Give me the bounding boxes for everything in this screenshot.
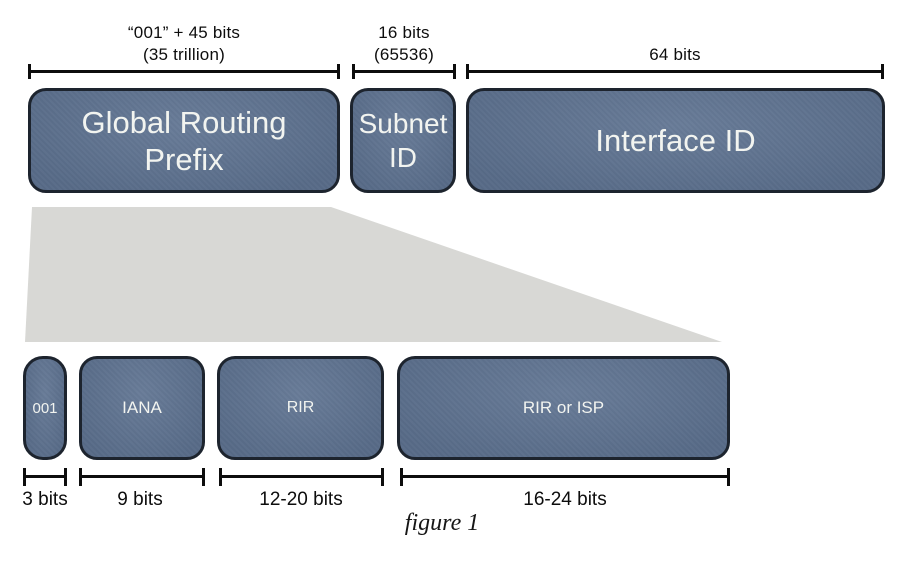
bracket-tick (881, 64, 884, 79)
label-interface-id-bits: 64 bits (466, 18, 884, 66)
label-line: (65536) (374, 45, 434, 64)
field-box-global-routing-prefix: Global Routing Prefix (28, 88, 340, 193)
bracket-line (219, 475, 384, 478)
bracket-line (352, 69, 456, 73)
field-box-001-prefix: 001 (23, 356, 67, 460)
field-box-label: Global Routing Prefix (81, 104, 287, 177)
bracket-tick (337, 64, 340, 79)
bracket-tick (453, 64, 456, 79)
bracket-line (79, 475, 205, 478)
label-line: (35 trillion) (143, 45, 225, 64)
label-global-routing-prefix-bits: “001” + 45 bits (35 trillion) (28, 18, 340, 66)
label-16-24-bits: 16-24 bits (523, 489, 607, 510)
bracket-tick (727, 468, 730, 486)
field-box-rir-or-isp: RIR or ISP (397, 356, 730, 460)
field-box-label: IANA (122, 398, 162, 417)
field-box-label: 001 (32, 399, 58, 417)
field-box-interface-id: Interface ID (466, 88, 885, 193)
bracket-line (400, 475, 730, 478)
bracket-tick (381, 468, 384, 486)
label-9-bits: 9 bits (117, 489, 163, 510)
bracket-tick (64, 468, 67, 486)
field-box-label: RIR (286, 399, 315, 416)
bracket-line (466, 69, 884, 73)
measure-bracket-9-bits (79, 468, 205, 486)
measure-bracket-interface-id (466, 64, 884, 79)
bracket-line (23, 475, 67, 478)
figure-caption: figure 1 (404, 510, 480, 536)
label-12-20-bits: 12-20 bits (259, 489, 343, 510)
field-box-iana: IANA (79, 356, 205, 460)
bracket-tick (202, 468, 205, 486)
label-line: “001” + 45 bits (127, 23, 241, 42)
label-line: 64 bits (649, 45, 701, 64)
measure-bracket-12-20-bits (219, 468, 384, 486)
label-3-bits: 3 bits (22, 489, 68, 510)
label-line: 16 bits (378, 23, 430, 42)
measure-bracket-16-24-bits (400, 468, 730, 486)
measure-bracket-subnet-id (352, 64, 456, 79)
measure-bracket-3-bits (23, 468, 67, 486)
label-subnet-id-bits: 16 bits (65536) (352, 18, 456, 66)
field-box-label: Subnet ID (358, 107, 448, 173)
field-box-rir: RIR (217, 356, 384, 460)
measure-bracket-global-routing-prefix (28, 64, 340, 79)
bracket-line (28, 69, 340, 73)
field-box-label: Interface ID (595, 123, 756, 158)
field-box-label: RIR or ISP (522, 398, 605, 417)
expansion-trapezoid-connector (25, 207, 722, 342)
field-box-subnet-id: Subnet ID (350, 88, 456, 193)
